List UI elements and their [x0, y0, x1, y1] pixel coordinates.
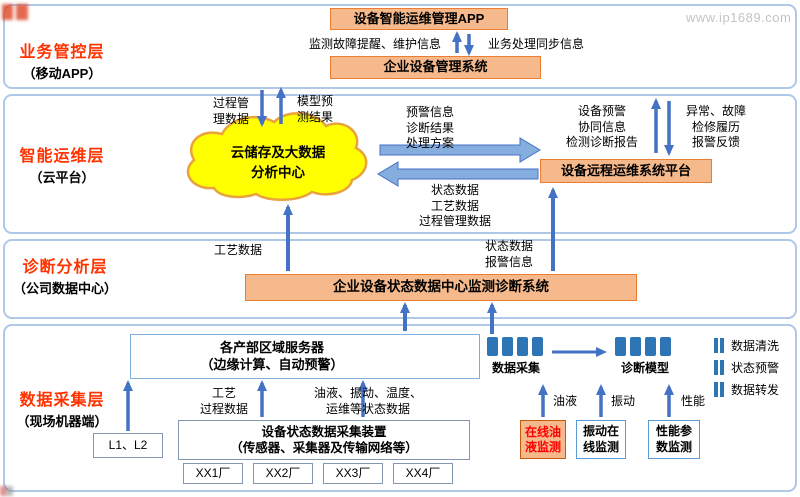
layer-title: 业务管控层	[19, 44, 105, 61]
vibration-label: 振动	[610, 394, 635, 408]
data-bars-icon	[714, 359, 724, 375]
layer-subtitle: （移动APP）	[22, 65, 102, 81]
from-platform-label: 状态数据 工艺数据 过程管理数据	[418, 183, 491, 229]
remote-platform-box: 设备远程运维系统平台	[540, 159, 712, 183]
server-bar-icon	[487, 337, 498, 356]
red-watermark-mark	[2, 4, 32, 20]
server-bar-icon	[645, 337, 656, 356]
watermark-url: www.ip1689.com	[686, 10, 792, 25]
oil-label: 油液	[552, 394, 577, 408]
cloud-title: 云储存及大数据 分析中心	[230, 145, 326, 181]
layer-title: 诊断分析层	[22, 259, 108, 276]
status-alarm-label: 状态数据 报警信息	[484, 239, 533, 269]
factory-box-4: XX4厂	[393, 463, 453, 484]
layer-subtitle: （现场机器端）	[16, 413, 108, 429]
to-platform-label: 预警信息 诊断结果 处理方案	[405, 105, 454, 151]
right-item-clean: 数据清洗	[714, 337, 779, 353]
platform-feedback-label: 异常、故障 检修履历 报警反馈	[685, 104, 746, 150]
diag-model-bars-icon	[615, 337, 671, 356]
data-collect-label: 数据采集	[491, 361, 540, 375]
layer-title: 数据采集层	[19, 392, 105, 409]
right-item-label: 状态预警	[731, 360, 780, 375]
vibration-monitor-box: 振动在 线监测	[576, 420, 626, 459]
collector-box: 设备状态数据采集装置 （传感器、采集器及传输网络等）	[178, 420, 470, 460]
fault-info-label: 监测故障提醒、维护信息	[308, 37, 441, 51]
layer-label-collection: 数据采集层 （现场机器端）	[6, 390, 118, 430]
layer-label-diagnosis: 诊断分析层 （公司数据中心）	[6, 257, 124, 297]
ems-box: 企业设备管理系统	[330, 56, 541, 79]
oil-monitor-box: 在线油 液监测	[520, 420, 566, 459]
l1l2-box: L1、L2	[93, 433, 163, 458]
sync-info-label: 业务处理同步信息	[487, 37, 584, 51]
layer-label-business: 业务管控层 （移动APP）	[6, 42, 118, 82]
app-box: 设备智能运维管理APP	[330, 8, 508, 30]
layer-subtitle: （公司数据中心）	[12, 280, 117, 296]
factory-box-1: XX1厂	[183, 463, 243, 484]
factory-box-3: XX3厂	[323, 463, 383, 484]
server-bar-icon	[630, 337, 641, 356]
platform-up-label: 设备预警 协同信息 检测诊断报告	[565, 104, 638, 150]
server-bar-icon	[660, 337, 671, 356]
server-bar-icon	[517, 337, 528, 356]
process-data-label: 过程管 理数据	[212, 96, 249, 126]
right-item-forward: 数据转发	[714, 381, 779, 397]
status-kinds-label: 油液、振动、温度、 运维等状态数据	[313, 386, 422, 416]
factory-box-2: XX2厂	[253, 463, 313, 484]
data-collect-bars-icon	[487, 337, 543, 356]
layer-label-cloud: 智能运维层 （云平台）	[6, 146, 118, 186]
performance-monitor-box: 性能参 数监测	[648, 420, 700, 459]
corner-logo-mark	[0, 486, 13, 496]
performance-label: 性能	[680, 394, 705, 408]
data-bars-icon	[714, 337, 724, 353]
data-bars-icon	[714, 381, 724, 397]
right-item-label: 数据转发	[731, 382, 780, 397]
region-server-box: 各产部区域服务器 （边缘计算、自动预警）	[130, 334, 480, 379]
layer-subtitle: （云平台）	[29, 169, 95, 185]
right-item-warn: 状态预警	[714, 359, 779, 375]
model-result-label: 模型预 测结果	[296, 94, 333, 124]
diag-model-label: 诊断模型	[620, 361, 669, 375]
server-bar-icon	[615, 337, 626, 356]
craft-data-label: 工艺数据	[213, 243, 262, 257]
diagnosis-center-box: 企业设备状态数据中心监测诊断系统	[245, 274, 637, 301]
layer-title: 智能运维层	[19, 148, 105, 165]
server-bar-icon	[502, 337, 513, 356]
right-item-label: 数据清洗	[731, 338, 780, 353]
craft-process-label: 工艺 过程数据	[199, 386, 248, 416]
server-bar-icon	[532, 337, 543, 356]
